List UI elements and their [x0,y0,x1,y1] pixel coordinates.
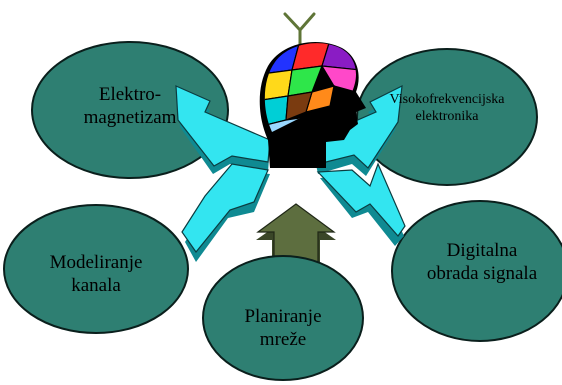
topic-label-mk-line1: Modeliranje [49,252,143,273]
topic-ellipse-hf [356,48,538,186]
topic-label-mk-line2: kanala [71,274,121,296]
topic-ellipse-pm [202,255,364,381]
topic-label-em-line2: magnetizam [83,106,177,128]
topic-label-hf-line1: Visokofrekvencijska [389,92,505,107]
topic-label-dos: Digitalna obrada signala [404,240,560,286]
topic-label-hf: Visokofrekvencijska elektronika [372,92,522,126]
topic-label-pm: Planiranje mreže [213,306,353,352]
topic-ellipse-em [31,41,229,179]
topic-label-em-line1: Elektro- [98,84,162,105]
arrow-left-top [175,85,271,167]
arrow-right-bottom [316,162,406,237]
topic-label-em: Elektro- magnetizam [60,84,200,130]
topic-label-dos-line2: obrada signala [426,262,538,284]
topic-label-mk: Modeliranje kanala [26,252,166,298]
topic-label-hf-line2: elektronika [415,108,479,124]
topic-ellipse-mk [3,204,189,334]
topic-label-dos-line1: Digitalna [446,240,518,261]
topic-label-pm-line1: Planiranje [244,306,322,327]
topic-ellipse-dos [391,200,562,342]
arrow-left-bottom [181,163,269,253]
topic-label-pm-line2: mreže [259,328,307,350]
